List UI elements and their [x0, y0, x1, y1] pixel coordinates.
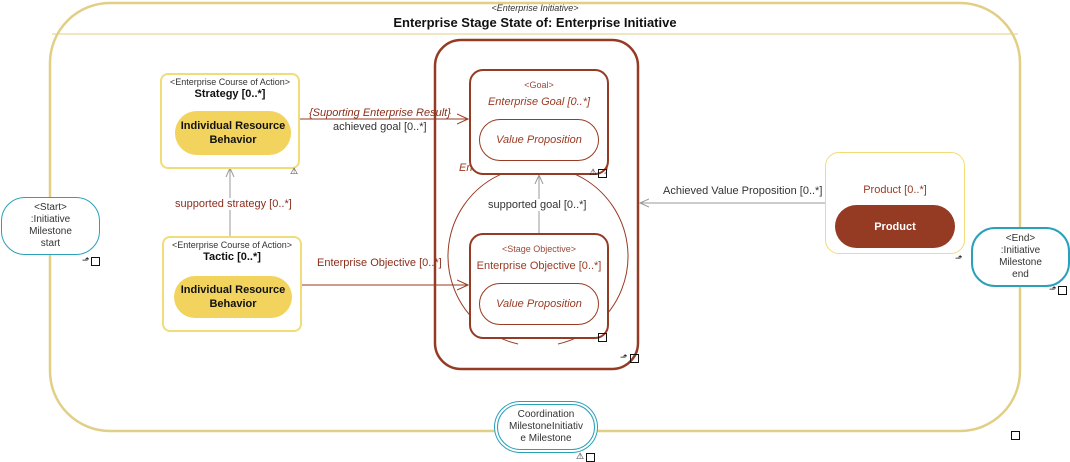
strategy-stereotype: <Enterprise Course of Action>	[169, 77, 291, 87]
supported-strategy-label: supported strategy [0..*]	[175, 198, 292, 210]
coordination-node[interactable]: Coordination MilestoneInitiativ e Milest…	[497, 404, 595, 450]
end-node[interactable]: <End> :Initiative Milestone end	[971, 227, 1070, 287]
objective-stereotype: <Stage Objective>	[501, 244, 577, 254]
link-icon[interactable]	[91, 257, 100, 266]
achieved-goal-label: achieved goal [0..*]	[333, 121, 427, 133]
achieved-value-label: Achieved Value Proposition [0..*]	[663, 185, 823, 197]
initiative-stereotype: <Enterprise Initiative>	[491, 3, 579, 13]
goal-box[interactable]: <Goal> Enterprise Goal [0..*] Value Prop…	[469, 69, 609, 175]
arrow-up-icon: ⬏	[82, 255, 90, 265]
strategy-title: Strategy [0..*]	[194, 88, 266, 100]
strategy-behavior[interactable]: Individual Resource Behavior	[175, 111, 291, 155]
warning-icon: ⚠	[290, 166, 299, 176]
supporting-result-label: {Suporting Enterprise Result}	[309, 107, 451, 119]
product-box[interactable]: Product [0..*] Product	[825, 152, 965, 254]
product-title: Product [0..*]	[863, 184, 927, 196]
tactic-box[interactable]: <Enterprise Course of Action> Tactic [0.…	[162, 236, 302, 332]
link-icon[interactable]	[630, 354, 639, 363]
link-icon[interactable]	[1058, 286, 1067, 295]
strategy-box[interactable]: <Enterprise Course of Action> Strategy […	[160, 73, 300, 169]
link-icon[interactable]	[586, 453, 595, 462]
objective-value-proposition[interactable]: Value Proposition	[479, 283, 599, 325]
tactic-title: Tactic [0..*]	[203, 251, 261, 263]
arrow-up-icon: ⬏	[620, 352, 628, 362]
goal-value-proposition[interactable]: Value Proposition	[479, 119, 599, 161]
product-pill[interactable]: Product	[835, 205, 955, 248]
initiative-title: Enterprise Stage State of: Enterprise In…	[393, 15, 677, 30]
arrow-up-icon: ⬏	[955, 253, 963, 263]
link-icon[interactable]	[598, 169, 607, 178]
supported-goal-label: supported goal [0..*]	[488, 199, 587, 211]
goal-stereotype: <Goal>	[524, 80, 554, 90]
goal-title: Enterprise Goal [0..*]	[487, 96, 591, 108]
start-node[interactable]: <Start> :Initiative Milestone start	[1, 197, 100, 255]
tactic-stereotype: <Enterprise Course of Action>	[171, 240, 293, 250]
enterprise-objective-label: Enterprise Objective [0..*]	[317, 257, 442, 269]
tactic-behavior[interactable]: Individual Resource Behavior	[174, 276, 292, 318]
warning-icon: ⚠	[576, 451, 585, 461]
objective-title: Enterprise Objective [0..*]	[476, 260, 602, 272]
warning-icon: ⚠	[589, 167, 598, 177]
link-icon[interactable]	[1011, 431, 1020, 440]
objective-box[interactable]: <Stage Objective> Enterprise Objective […	[469, 233, 609, 339]
stage-state-box[interactable]	[433, 38, 640, 371]
link-icon[interactable]	[598, 333, 607, 342]
arrow-up-icon: ⬏	[1049, 284, 1057, 294]
